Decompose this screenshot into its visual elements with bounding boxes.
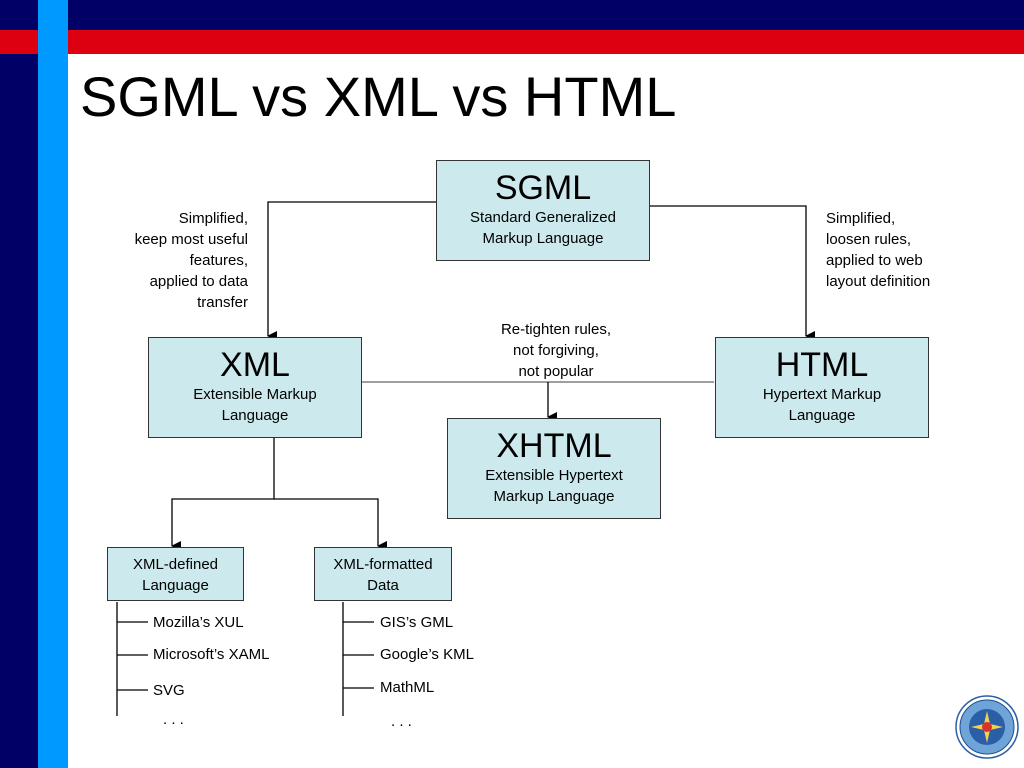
node-sgml-full-1: Standard Generalized: [470, 209, 616, 226]
edge-xml-children: [171, 438, 275, 551]
note-to-html-line-3: applied to web: [826, 252, 923, 269]
frame-stripe-top: [0, 30, 1024, 54]
note-to-xhtml-line-3: not popular: [518, 363, 594, 380]
note-to-html-line-1: Simplified,: [826, 210, 896, 227]
node-xml: XML Extensible Markup Language: [148, 337, 362, 438]
list-item-xul: Mozilla’s XUL: [153, 614, 244, 631]
note-to-xml-line-1: Simplified,: [178, 210, 248, 227]
list-item-svg: SVG: [153, 682, 185, 699]
slide-title: SGML vs XML vs HTML: [80, 65, 677, 128]
note-to-xml-line-5: transfer: [197, 294, 248, 311]
node-xml-formatted-line-1: XML-formatted: [333, 556, 433, 573]
list-item-mathml: MathML: [380, 679, 435, 696]
list-item-gml: GIS’s GML: [380, 614, 454, 631]
tree-right: [342, 602, 374, 716]
node-xhtml-name: XHTML: [496, 427, 612, 465]
edge-sgml-html: [650, 205, 815, 341]
note-to-html-line-4: layout definition: [826, 273, 931, 290]
list-item-more-left: . . .: [163, 711, 184, 728]
edge-sgml-xml: [267, 201, 436, 341]
node-xhtml: XHTML Extensible Hypertext Markup Langua…: [447, 418, 661, 519]
frame-stripe-corner: [38, 30, 68, 54]
node-xhtml-full-1: Extensible Hypertext: [485, 467, 623, 484]
note-to-xml-line-4: applied to data: [149, 273, 248, 290]
note-to-xhtml: Re-tighten rules, not forgiving, not pop…: [470, 319, 642, 382]
node-html-full-2: Language: [788, 407, 856, 424]
node-html: HTML Hypertext Markup Language: [715, 337, 929, 438]
node-xml-formatted: XML-formatted Data: [314, 547, 452, 601]
note-to-html-line-2: loosen rules,: [826, 231, 912, 248]
frame-bar-left: [0, 0, 38, 768]
node-sgml-full-2: Markup Language: [482, 230, 604, 247]
tree-left: [116, 602, 148, 716]
list-item-xaml: Microsoft’s XAML: [153, 646, 270, 663]
node-html-full-1: Hypertext Markup: [762, 386, 882, 403]
note-to-xml: Simplified, keep most useful features, a…: [90, 208, 248, 313]
node-xml-full-1: Extensible Markup: [193, 386, 317, 403]
note-to-xhtml-line-1: Re-tighten rules,: [500, 321, 612, 338]
note-to-xml-line-2: keep most useful: [134, 231, 248, 248]
node-xml-formatted-line-2: Data: [367, 577, 399, 594]
node-xml-name: XML: [220, 346, 290, 384]
list-item-kml: Google’s KML: [380, 646, 474, 663]
node-xml-full-2: Language: [221, 407, 289, 424]
node-sgml-name: SGML: [494, 169, 592, 207]
node-xml-defined-line-1: XML-defined: [132, 556, 219, 573]
frame-bar-top: [68, 0, 1024, 30]
list-item-more-right: . . .: [391, 713, 412, 730]
note-to-xhtml-line-2: not forgiving,: [513, 342, 599, 359]
node-xhtml-full-2: Markup Language: [493, 488, 615, 505]
node-sgml: SGML Standard Generalized Markup Languag…: [436, 160, 650, 261]
note-to-html: Simplified, loosen rules, applied to web…: [826, 208, 930, 292]
node-xml-defined: XML-defined Language: [107, 547, 244, 601]
university-seal-icon: [955, 695, 1019, 759]
node-xml-defined-line-2: Language: [142, 577, 209, 594]
note-to-xml-line-3: features,: [189, 252, 248, 269]
edge-xml-formatted: [274, 498, 387, 551]
node-html-name: HTML: [775, 346, 869, 384]
frame-stripe-left: [38, 0, 68, 768]
